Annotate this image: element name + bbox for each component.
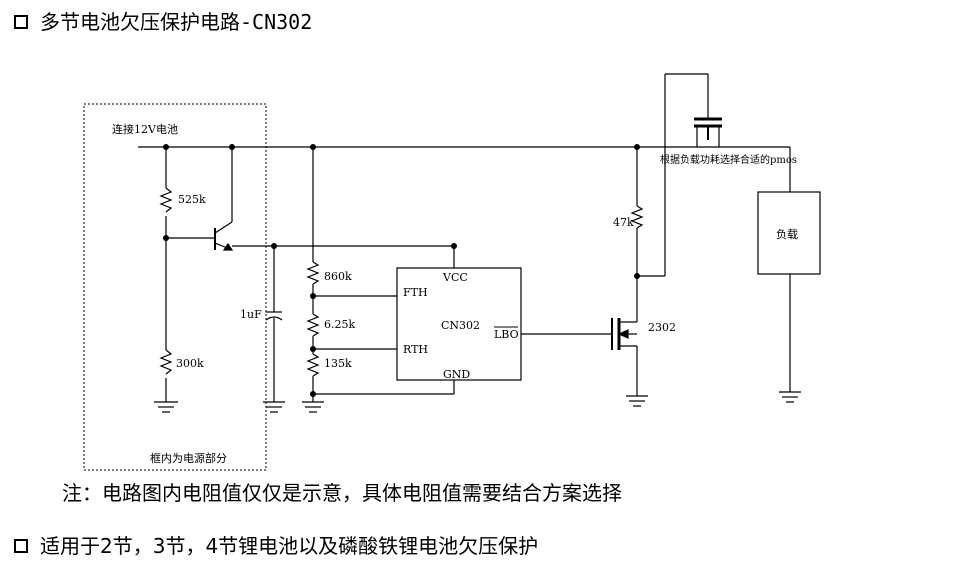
label-135k: 135k — [324, 357, 352, 370]
resistor-300k — [159, 349, 173, 375]
box-caption: 框内为电源部分 — [150, 451, 227, 465]
title-heading: 多节电池欠压保护电路-CN302 — [14, 10, 312, 34]
square-bullet-icon — [14, 15, 28, 29]
pmos-label: 根据负载功耗选择合适的pmos — [660, 153, 797, 166]
label-cap: 1uF — [240, 308, 262, 321]
mosfet-label: 2302 — [648, 321, 676, 334]
ic-name: CN302 — [441, 319, 480, 332]
note-text: 注：电路图内电阻值仅仅是示意，具体电阻值需要结合方案选择 — [62, 481, 622, 505]
ic-pin-vcc: VCC — [442, 271, 468, 284]
cn302-chip — [396, 267, 522, 381]
ic-pin-gnd: GND — [443, 368, 470, 381]
square-bullet-icon — [14, 539, 28, 553]
ic-pin-rth: RTH — [403, 343, 428, 356]
label-625k: 6.25k — [324, 318, 355, 331]
footer-text: 适用于2节，3节，4节锂电池以及磷酸铁锂电池欠压保护 — [40, 534, 539, 558]
load-label: 负载 — [776, 227, 798, 241]
ic-pin-lbo: LBO — [494, 328, 519, 341]
resistor-525k — [159, 187, 173, 213]
resistor-135k — [306, 353, 320, 377]
label-525k: 525k — [178, 193, 206, 206]
title-text: 多节电池欠压保护电路-CN302 — [40, 10, 313, 34]
battery-label: 连接12V电池 — [112, 123, 178, 136]
label-860k: 860k — [324, 270, 352, 283]
resistor-860k — [306, 261, 320, 285]
resistor-47k — [630, 205, 644, 229]
resistor-625k — [306, 313, 320, 337]
load-box — [757, 191, 821, 275]
label-300k: 300k — [176, 357, 204, 370]
label-47k: 47k — [613, 216, 634, 229]
footer-heading: 适用于2节，3节，4节锂电池以及磷酸铁锂电池欠压保护 — [14, 534, 538, 558]
ic-pin-fth: FTH — [403, 286, 428, 299]
power-section-box — [83, 103, 267, 471]
